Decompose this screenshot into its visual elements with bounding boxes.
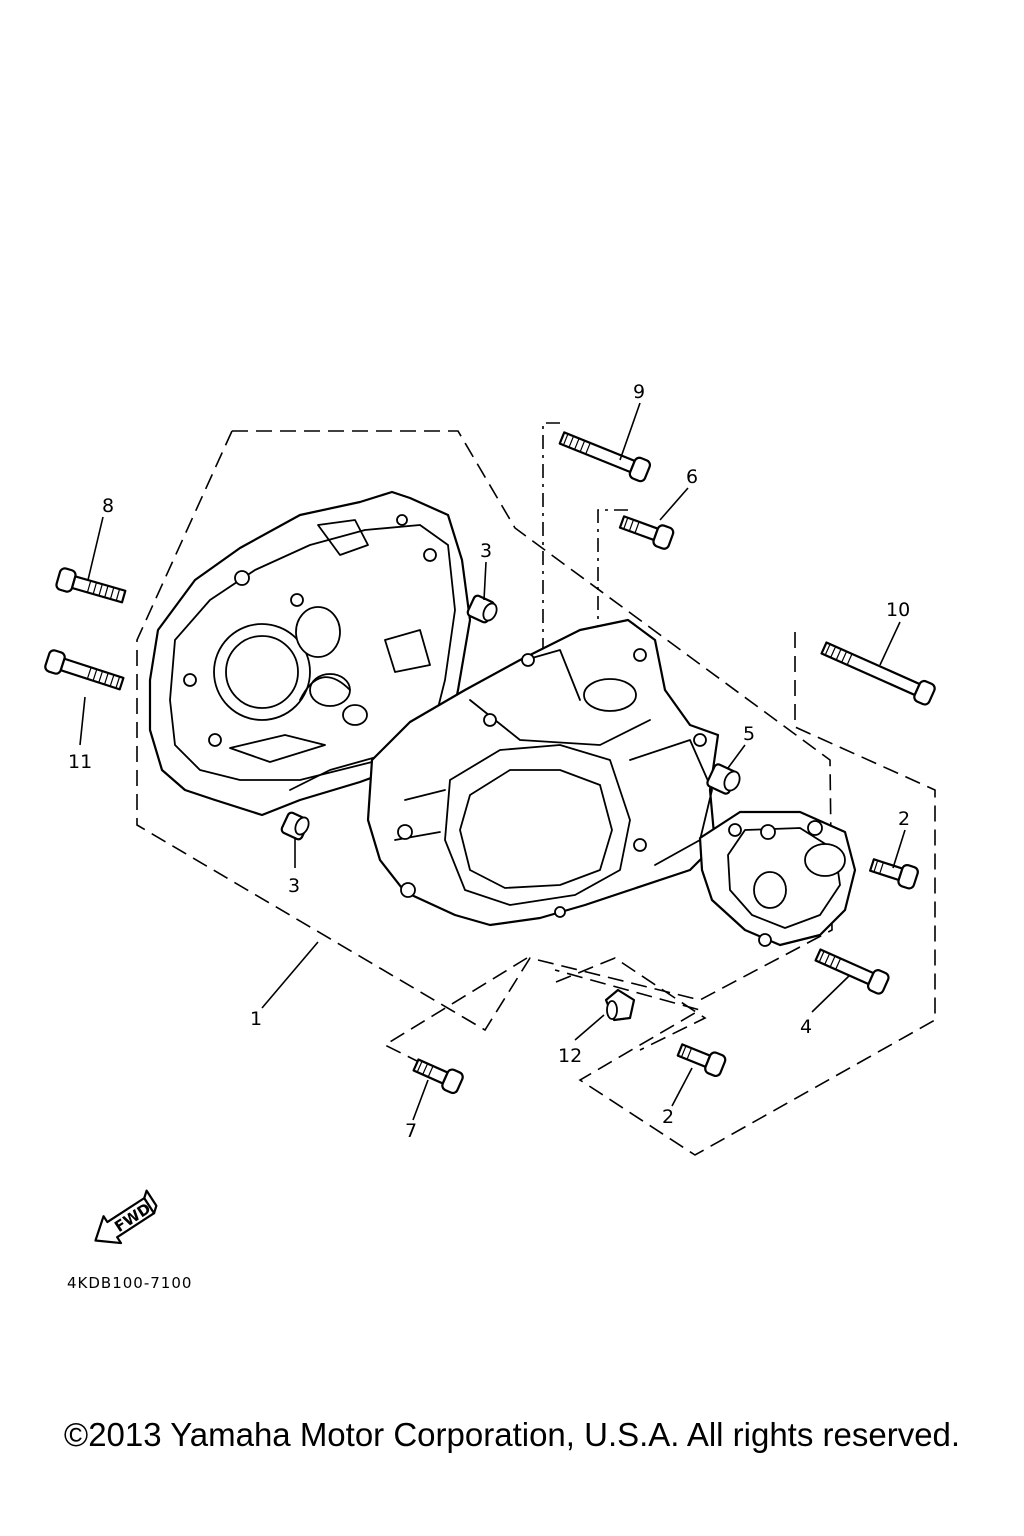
- bolt-9-boundary: [542, 422, 560, 728]
- callout-10: 10: [886, 599, 910, 621]
- callout-5: 5: [743, 723, 755, 745]
- bolt-6: [618, 515, 675, 550]
- oil-seal-boundary: [555, 957, 707, 1051]
- crankcase-right-half: [366, 618, 720, 927]
- callout-6: 6: [686, 466, 698, 488]
- leader-7: [412, 1079, 429, 1121]
- leader-3-upper: [483, 561, 487, 601]
- crankcase-assembly-boundary: [136, 430, 833, 1032]
- crankcase-left-half: [148, 490, 472, 817]
- bolt-2-lower: [676, 1043, 727, 1078]
- leader-4: [811, 974, 851, 1013]
- callout-3-upper: 3: [480, 540, 492, 562]
- callout-7: 7: [405, 1120, 417, 1142]
- oil-seal-12: [604, 988, 636, 1022]
- callout-4: 4: [800, 1016, 812, 1038]
- callout-8: 8: [102, 495, 114, 517]
- callout-9: 9: [633, 381, 645, 403]
- leader-2-lower: [671, 1067, 693, 1107]
- leader-12: [574, 1014, 605, 1041]
- callout-12: 12: [558, 1045, 582, 1067]
- catalog-code: 4KDB100-7100: [67, 1274, 193, 1292]
- leader-1: [261, 941, 319, 1009]
- callout-11: 11: [68, 751, 92, 773]
- leader-10: [879, 621, 901, 666]
- dowel-pin-5: [706, 763, 741, 795]
- bolt-10: [820, 641, 936, 706]
- bolt-2-upper: [869, 858, 919, 890]
- dowel-pin-3-upper: [466, 594, 498, 624]
- leader-6: [659, 487, 689, 521]
- copyright-notice: ©2013 Yamaha Motor Corporation, U.S.A. A…: [63, 1416, 961, 1453]
- callout-3-lower: 3: [288, 875, 300, 897]
- leader-5: [727, 744, 746, 769]
- callout-1: 1: [250, 1008, 262, 1030]
- leader-9: [619, 402, 641, 461]
- callout-2-lower: 2: [662, 1106, 674, 1128]
- bolt-11: [44, 649, 125, 691]
- bolt-4: [814, 948, 890, 995]
- bolt-8: [55, 567, 127, 604]
- leader-2-upper: [892, 829, 906, 869]
- fwd-arrow-icon: FWD: [94, 1189, 158, 1245]
- bolt-7: [412, 1058, 464, 1095]
- bolt-6-boundary: [597, 509, 628, 640]
- bolt-7-boundary: [383, 957, 528, 1081]
- leader-8: [87, 516, 104, 581]
- cover-assembly-boundary: [554, 632, 936, 1156]
- bolt-9: [558, 431, 652, 483]
- crankcase-cover: [698, 810, 857, 947]
- dowel-pin-3-lower: [280, 811, 310, 841]
- leader-11: [79, 696, 86, 746]
- callout-2-upper: 2: [898, 808, 910, 830]
